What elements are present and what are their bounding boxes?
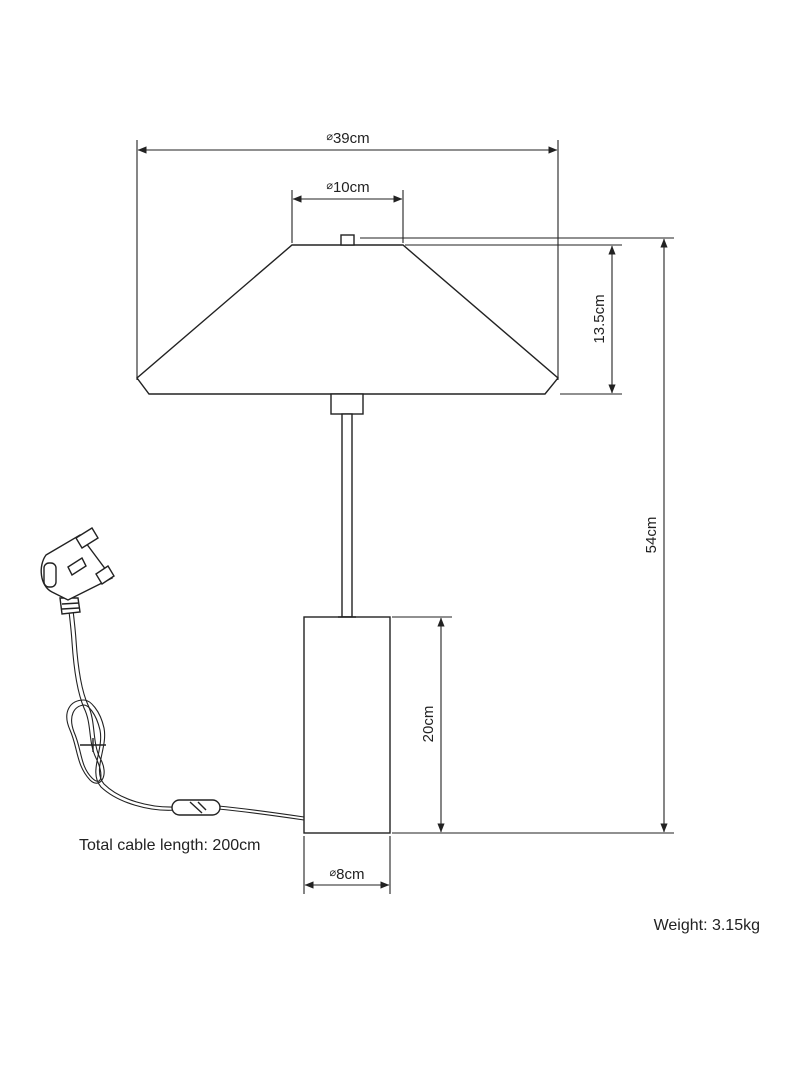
shade-holder: [330, 393, 364, 415]
dimension-top-diameter: ⌀10cm: [291, 179, 404, 243]
diameter-symbol: ⌀: [326, 131, 333, 143]
dimension-shade-diameter: ⌀39cm: [136, 130, 559, 380]
dimension-base-height: 20cm: [392, 616, 452, 833]
dimension-base-diameter: ⌀8cm: [303, 836, 391, 894]
label-top-diameter: 10cm: [333, 179, 370, 196]
svg-text:⌀10cm: ⌀10cm: [326, 179, 369, 196]
label-shade-diameter: 39cm: [333, 130, 370, 147]
label-total-height: 54cm: [643, 517, 660, 554]
stem: [341, 413, 353, 618]
plug-icon: [40, 527, 115, 615]
label-shade-height: 13.5cm: [591, 294, 608, 343]
label-base-diameter: 8cm: [336, 866, 364, 883]
lamp-body: [303, 393, 391, 834]
diameter-symbol: ⌀: [330, 867, 337, 879]
note-cable-length: Total cable length: 200cm: [79, 837, 260, 854]
dimension-shade-height: 13.5cm: [405, 244, 622, 395]
inline-switch: [171, 799, 221, 816]
base: [303, 616, 391, 834]
diameter-symbol: ⌀: [326, 180, 333, 192]
svg-text:⌀8cm: ⌀8cm: [330, 866, 365, 883]
note-weight: Weight: 3.15kg: [654, 917, 760, 934]
power-cable: [40, 527, 305, 821]
svg-text:⌀39cm: ⌀39cm: [326, 130, 369, 147]
label-base-height: 20cm: [420, 706, 437, 743]
finial: [340, 234, 355, 246]
dimension-total-height: 54cm: [360, 237, 674, 834]
lamp-shade: [136, 234, 559, 395]
